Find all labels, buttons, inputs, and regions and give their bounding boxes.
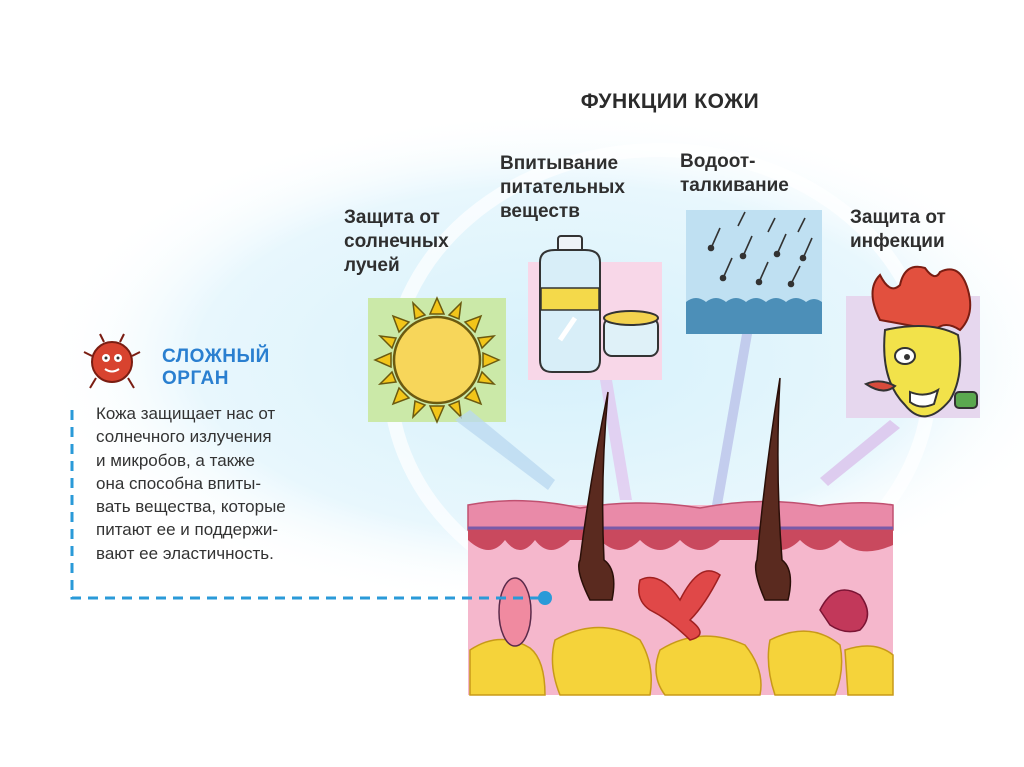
label-water-repellent: Водоот- талкивание (680, 151, 789, 196)
blood-vessel (638, 570, 721, 641)
sun-icon (373, 296, 501, 424)
arrow-absorb (600, 380, 632, 500)
fat-layer (469, 626, 894, 696)
sidebar-text: Кожа защищает нас от солнечного излучени… (96, 404, 286, 563)
wave-surface (686, 298, 822, 334)
arrow-infection (820, 420, 900, 486)
nerve-ending (819, 589, 869, 633)
page-title: ФУНКЦИИ КОЖИ (580, 90, 760, 113)
hair-right (754, 377, 792, 601)
arrow-water (712, 334, 752, 505)
dashed-connector (70, 410, 540, 600)
label-sun-protection: Защита от солнечных лучей (344, 207, 449, 276)
pointer-dot (538, 591, 552, 605)
infection-panel (846, 265, 980, 418)
label-infection-protection: Защита от инфекции (850, 207, 946, 252)
rain-drops-icon (707, 211, 813, 288)
germ-mascot-icon (83, 333, 141, 389)
label-absorption: Впитывание питательных веществ (500, 153, 625, 222)
cream-panel (528, 235, 662, 380)
germ-character-icon (863, 265, 978, 418)
hair-left (578, 391, 615, 601)
sun-panel (368, 296, 506, 424)
rain-panel (686, 210, 822, 334)
arrow-sun (455, 410, 555, 490)
skin-cross-section (467, 377, 894, 696)
sidebar-heading: СЛОЖНЫЙ ОРГАН (162, 346, 270, 389)
sweat-gland (498, 577, 532, 647)
cream-bottle-icon (539, 235, 659, 373)
